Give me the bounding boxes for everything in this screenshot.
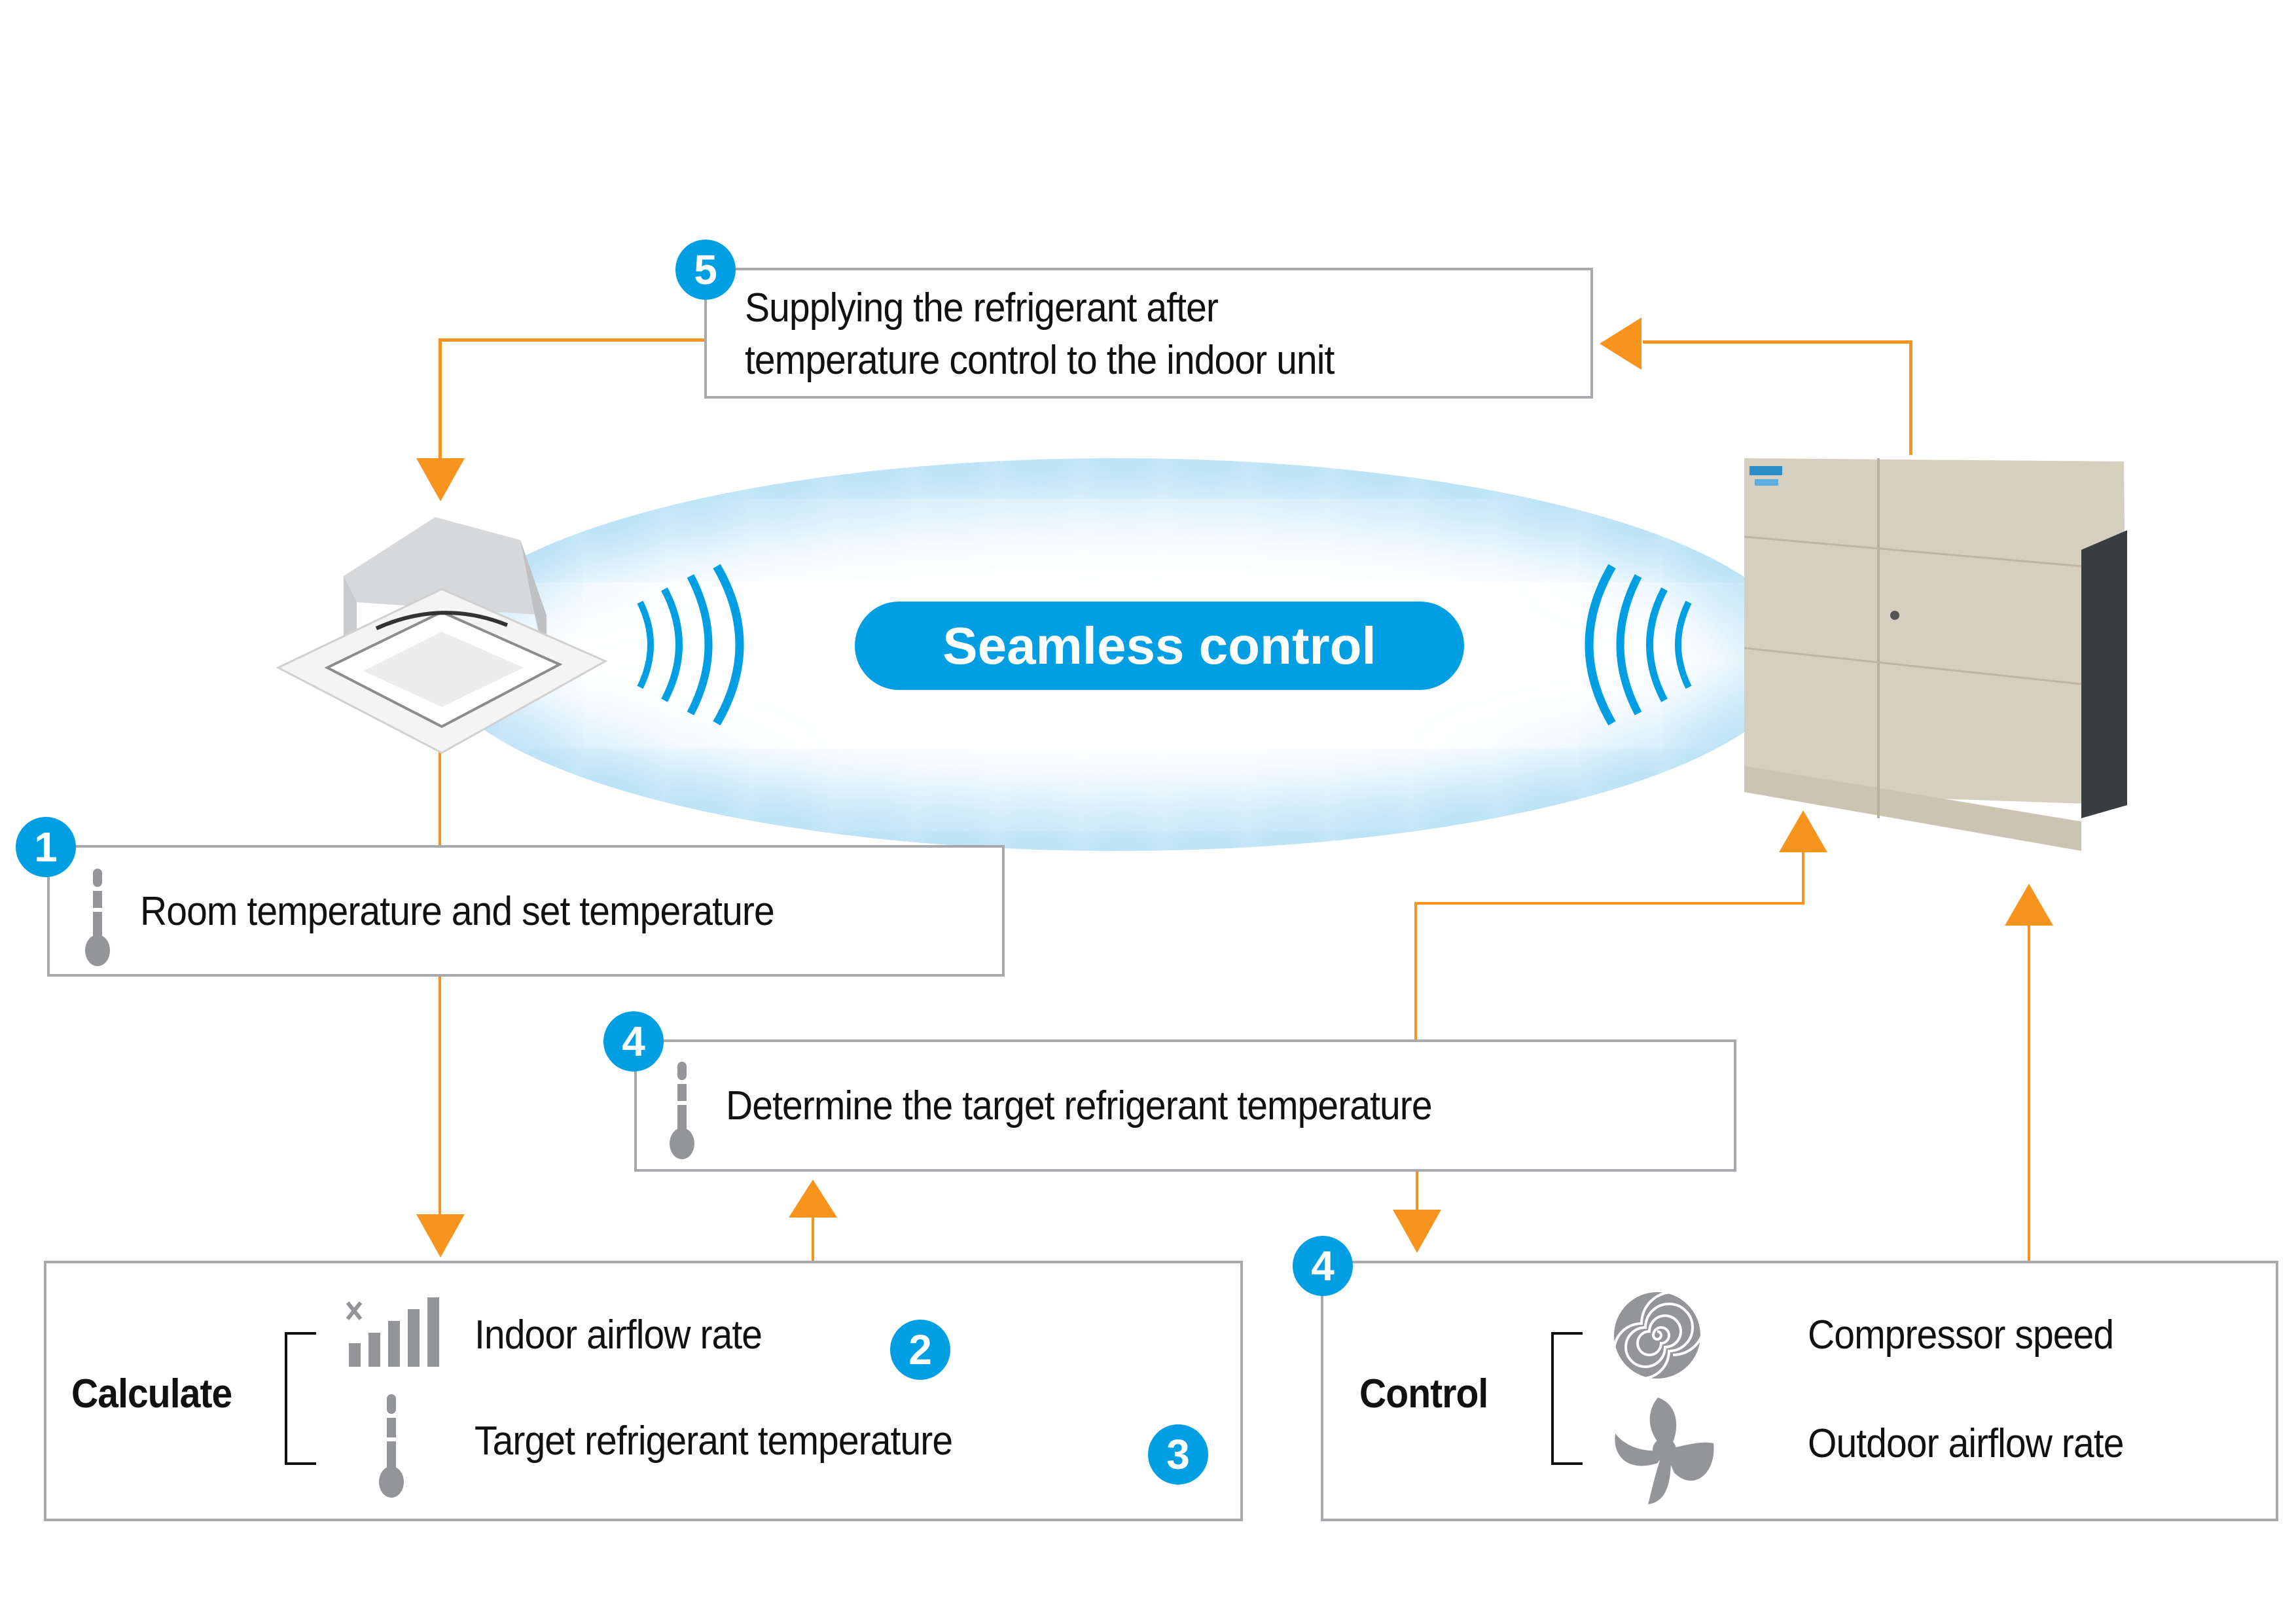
thermometer-icon: [379, 1394, 404, 1498]
step1-box: Room temperature and set temperature: [47, 845, 1005, 977]
step4-determine-box: Determine the target refrigerant tempera…: [634, 1039, 1736, 1172]
step4-determine-text: Determine the target refrigerant tempera…: [726, 1083, 1433, 1128]
arrow-down-to-indoor: [416, 458, 465, 501]
arrow-up-to-outdoor-right: [2005, 884, 2053, 926]
step1-badge: 1: [16, 817, 76, 877]
arrow-up-to-outdoor-left: [1779, 810, 1827, 852]
step5-text-line2: temperature control to the indoor unit: [745, 338, 1335, 383]
connector-box4-up: [1414, 902, 1417, 1039]
connector-down-to-indoor: [439, 338, 442, 463]
fan-signal-bars-icon: [346, 1297, 439, 1367]
step5-box: Supplying the refrigerant after temperat…: [704, 268, 1593, 399]
thermometer-icon: [85, 869, 110, 966]
step2-badge: 2: [890, 1320, 950, 1380]
connector-up-to-outdoor-left: [1802, 851, 1804, 905]
calc-item-target-refrigerant: Target refrigerant temperature: [475, 1418, 953, 1464]
calculate-bracket: [285, 1332, 316, 1465]
arrow-down-to-control: [1393, 1210, 1441, 1253]
control-box: Control Compressor speed Outdoor airflow…: [1321, 1261, 2278, 1521]
connector-box1-to-calc: [439, 977, 441, 1219]
step4-determine-badge: 4: [603, 1011, 664, 1072]
arrow-down-to-calculate: [416, 1214, 465, 1257]
step5-badge: 5: [675, 240, 736, 300]
calculate-box: Calculate Indoor airflow rate 2 Target r…: [44, 1261, 1243, 1521]
control-title: Control: [1359, 1371, 1488, 1416]
calc-item-indoor-airflow: Indoor airflow rate: [475, 1312, 762, 1358]
compressor-spiral-icon: [1613, 1291, 1706, 1380]
connector-box4-to-control: [1416, 1172, 1418, 1211]
step1-text: Room temperature and set temperature: [140, 889, 775, 934]
outdoor-vrv-unit: [1744, 458, 2127, 851]
connector-outdoor-up: [1909, 340, 1912, 455]
signal-waves-right-icon: [637, 564, 744, 726]
connector-indoor-to-box1: [439, 727, 441, 846]
indoor-cassette-unit: [276, 517, 608, 754]
connector-control-to-outdoor: [2028, 920, 2030, 1262]
arrow-up-to-box4: [789, 1180, 837, 1218]
control-item-outdoor-airflow: Outdoor airflow rate: [1808, 1421, 2124, 1466]
signal-waves-left-icon: [1585, 564, 1692, 726]
calculate-title: Calculate: [71, 1371, 232, 1416]
control-bracket: [1551, 1332, 1583, 1465]
connector-box5-left: [440, 338, 704, 342]
connector-box4-right: [1414, 902, 1804, 905]
step4-control-badge: 4: [1293, 1236, 1353, 1296]
fan-blade-icon: [1615, 1398, 1714, 1504]
step5-text-line1: Supplying the refrigerant after: [745, 285, 1219, 331]
arrow-left-to-box5: [1600, 317, 1641, 370]
seamless-control-pill: Seamless control: [855, 602, 1464, 690]
connector-calc-to-box4: [812, 1214, 814, 1262]
control-item-compressor-speed: Compressor speed: [1808, 1312, 2114, 1358]
connector-top-right: [1643, 340, 1912, 344]
step3-badge: 3: [1148, 1424, 1208, 1485]
thermometer-icon: [670, 1062, 694, 1159]
